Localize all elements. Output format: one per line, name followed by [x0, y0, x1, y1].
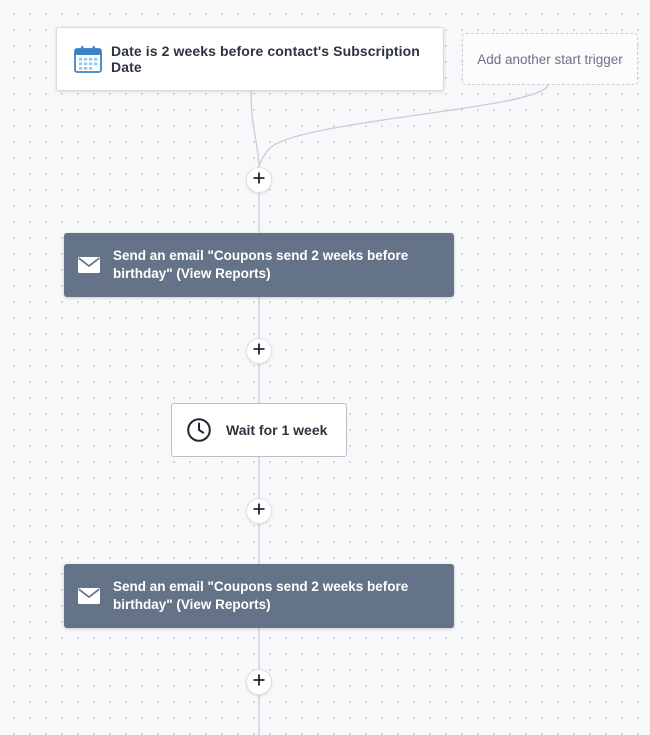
plus-icon — [253, 502, 265, 520]
plus-icon — [253, 171, 265, 189]
add-step-button-2[interactable] — [246, 338, 272, 364]
envelope-icon — [78, 254, 100, 276]
connector-add-trigger — [258, 84, 549, 168]
add-step-button-4[interactable] — [246, 669, 272, 695]
plus-icon — [253, 342, 265, 360]
envelope-icon — [78, 585, 100, 607]
calendar-icon — [73, 44, 103, 74]
start-trigger-card[interactable]: Date is 2 weeks before contact's Subscri… — [56, 27, 444, 91]
start-trigger-label: Date is 2 weeks before contact's Subscri… — [111, 43, 420, 75]
wait-step-label: Wait for 1 week — [226, 422, 328, 438]
clock-icon — [186, 417, 212, 443]
send-email-action-card[interactable]: Send an email "Coupons send 2 weeks befo… — [64, 233, 454, 297]
wait-step-card[interactable]: Wait for 1 week — [171, 403, 347, 457]
send-email-action-card[interactable]: Send an email "Coupons send 2 weeks befo… — [64, 564, 454, 628]
plus-icon — [253, 673, 265, 691]
add-start-trigger-button[interactable]: Add another start trigger — [462, 33, 638, 85]
send-email-action-label: Send an email "Coupons send 2 weeks befo… — [113, 579, 409, 612]
send-email-action-label: Send an email "Coupons send 2 weeks befo… — [113, 248, 409, 281]
connector-trigger — [250, 90, 260, 168]
add-step-button-3[interactable] — [246, 498, 272, 524]
add-step-button-1[interactable] — [246, 167, 272, 193]
